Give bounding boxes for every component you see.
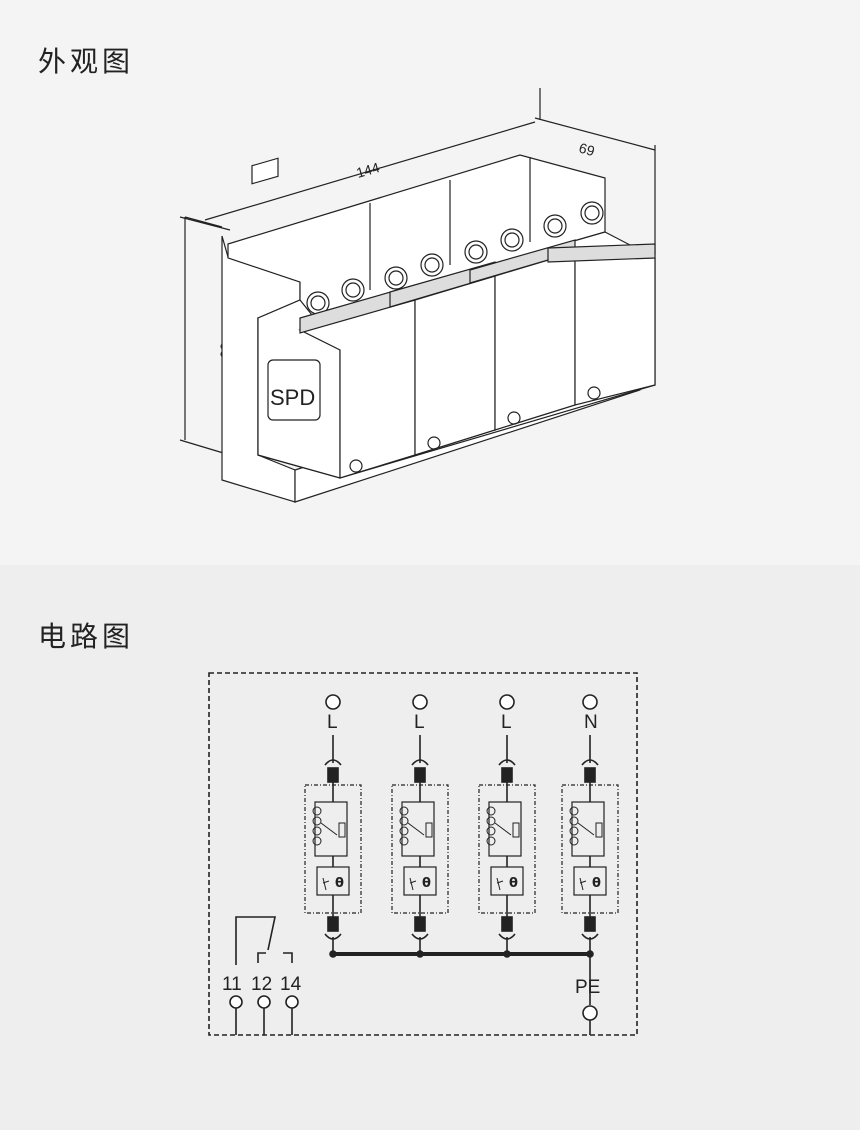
contact-14: 14 (280, 974, 302, 995)
exterior-drawing: 144 69 90 S (179, 88, 656, 503)
top-terminals (251, 157, 279, 185)
thermal-symbol: θ (422, 876, 431, 891)
terminal-label: L (501, 712, 512, 733)
front-modules (257, 239, 656, 479)
spd-module: Lθ (478, 694, 536, 958)
contact-12: 12 (251, 974, 272, 995)
spd-badge (267, 359, 321, 421)
spd-module: Lθ (304, 694, 362, 958)
spd-label: SPD (270, 385, 315, 410)
terminal-label: L (414, 712, 425, 733)
spd-module: Lθ (391, 694, 449, 958)
dim-depth: 69 (577, 140, 597, 160)
dim-width: 144 (354, 159, 381, 181)
circuit-title: 电路图 (38, 620, 135, 653)
thermal-symbol: θ (592, 876, 601, 891)
terminal-screws (306, 201, 604, 315)
bottom-holes (349, 386, 601, 473)
terminal-label: L (327, 712, 338, 733)
thermal-symbol: θ (335, 876, 344, 891)
enclosure-border (208, 672, 638, 1036)
thermal-symbol: θ (509, 876, 518, 891)
pe-terminal (582, 954, 598, 1035)
contact-11: 11 (222, 974, 242, 995)
alarm-contacts (229, 916, 299, 1035)
terminal-label: N (584, 712, 598, 733)
exterior-title: 外观图 (38, 45, 135, 78)
spd-module: Nθ (561, 694, 619, 958)
pe-label: PE (575, 977, 600, 998)
dimension-lines (179, 88, 656, 456)
circuit-section (0, 565, 860, 1130)
